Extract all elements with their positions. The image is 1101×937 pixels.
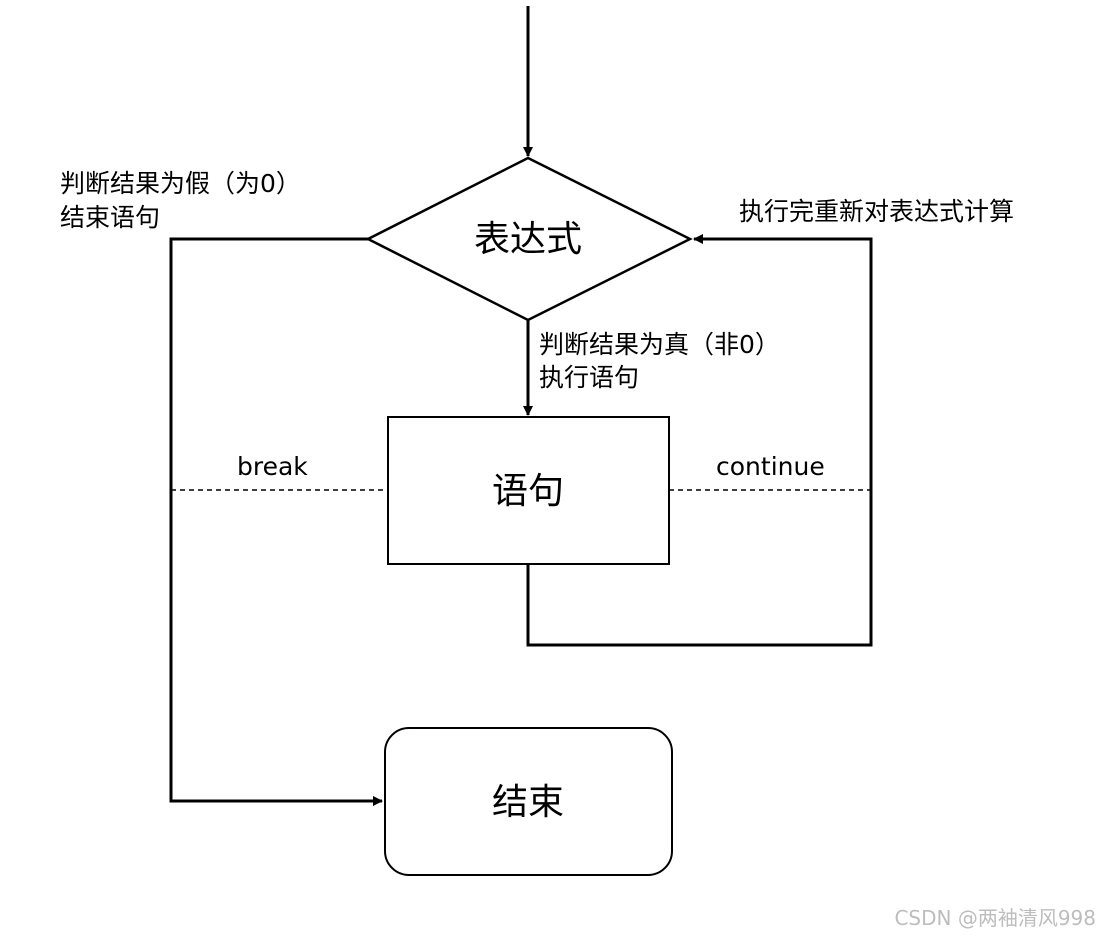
end-label: 结束: [492, 782, 564, 823]
true-branch-label-line1: 判断结果为真（非0）: [539, 330, 780, 359]
loop-back-line: [526, 234, 873, 647]
false-branch-label-line2: 结束语句: [60, 203, 160, 232]
statement-box: [387, 416, 670, 565]
loop-back-label: 执行完重新对表达式计算: [739, 197, 1014, 226]
false-branch-line: [169, 237, 383, 806]
watermark: CSDN @两袖清风998: [894, 906, 1096, 930]
false-branch-label-line1: 判断结果为假（为0）: [60, 169, 301, 198]
end-box: [384, 727, 673, 876]
continue-label: continue: [716, 452, 825, 481]
true-branch-label-line2: 执行语句: [539, 363, 639, 392]
statement-label: 语句: [492, 471, 564, 512]
condition-label: 表达式: [474, 219, 582, 260]
break-label: break: [237, 452, 308, 481]
